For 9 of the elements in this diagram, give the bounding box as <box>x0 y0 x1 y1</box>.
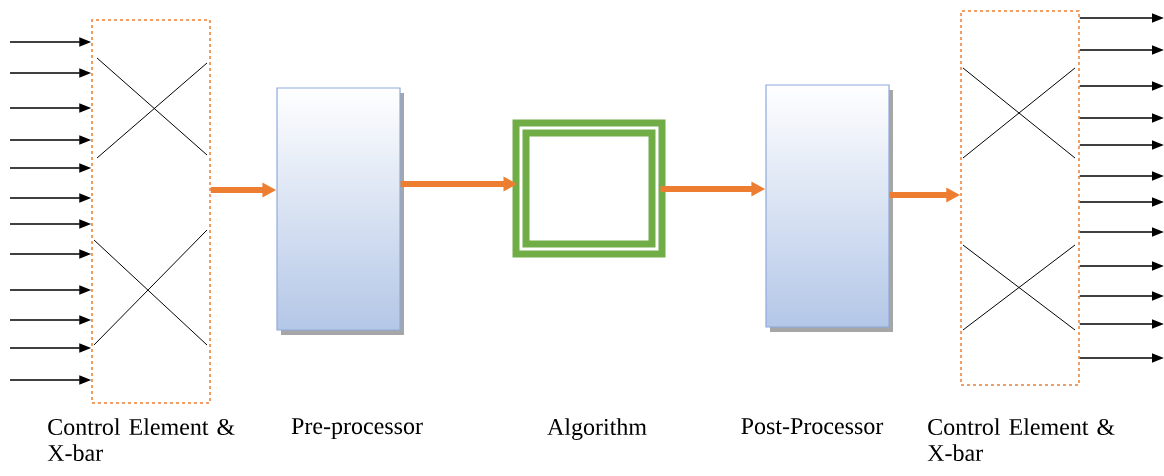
box-label: Algorithm <box>547 418 647 440</box>
process-box <box>276 87 401 331</box>
dashed-box <box>960 10 1080 386</box>
box-label: Post-Processor <box>741 418 884 435</box>
box-label: Pre-processor <box>291 418 423 439</box>
process-box <box>765 84 890 328</box>
algorithm-box <box>512 119 666 258</box>
box-label: Control Element & X-bar <box>927 418 1115 462</box>
dashed-box <box>91 19 211 404</box>
